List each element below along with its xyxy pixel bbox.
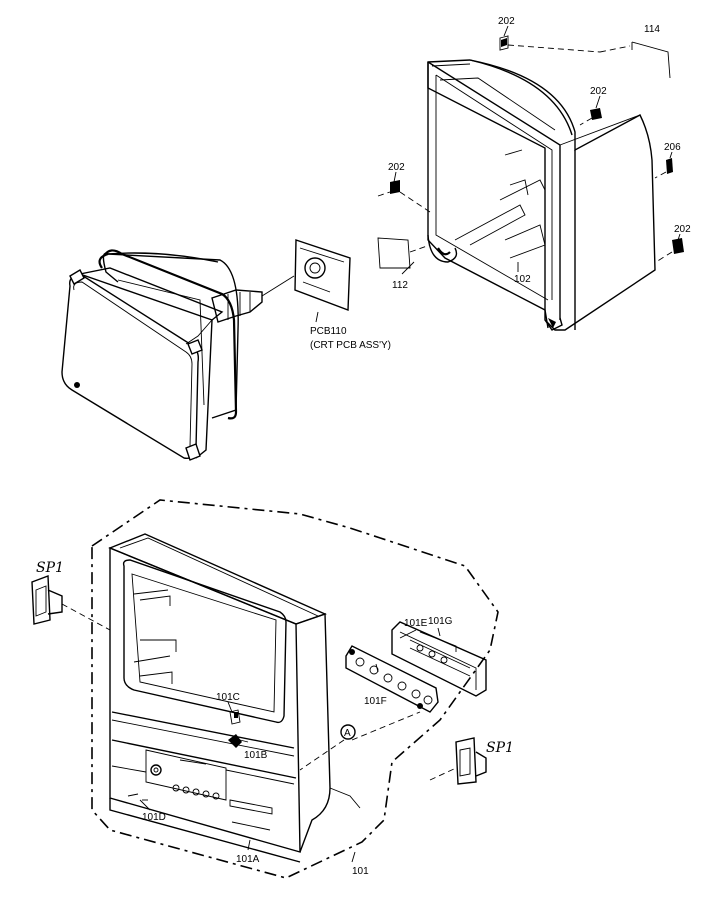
part-101c-knob — [229, 709, 241, 725]
part-112 — [377, 237, 431, 269]
label-202-left: 202 — [388, 162, 405, 173]
label-sp1-left: SP1 — [36, 560, 64, 576]
crt-picture-tube — [61, 249, 295, 461]
label-102: 102 — [514, 274, 531, 285]
label-101d: 101D — [142, 812, 166, 823]
screw-202-lower — [655, 238, 684, 263]
label-101e: 101E — [404, 618, 428, 629]
label-sp1-right: SP1 — [486, 740, 514, 756]
label-114: 114 — [644, 24, 660, 35]
label-202-right: 202 — [590, 86, 607, 97]
label-101b: 101B — [244, 750, 268, 761]
screw-202-left — [377, 180, 431, 213]
crt-pcb-110 — [294, 239, 351, 311]
reference-marker-a — [299, 711, 421, 771]
part-114-bracket — [599, 41, 671, 79]
label-101f: 101F — [364, 696, 387, 707]
label-101a: 101A — [236, 854, 260, 865]
speaker-left — [31, 575, 111, 631]
screw-206 — [654, 158, 673, 179]
part-101d-button — [127, 793, 148, 801]
label-202-top: 202 — [498, 16, 515, 27]
label-206: 206 — [664, 142, 681, 153]
label-pcb110-desc: (CRT PCB ASS'Y) — [310, 340, 391, 351]
label-pcb110: PCB110 — [310, 326, 347, 337]
speaker-right — [429, 737, 487, 785]
front-cabinet — [108, 533, 361, 863]
label-101: 101 — [352, 866, 369, 877]
label-202-lower: 202 — [674, 224, 691, 235]
part-101f-button-strip — [345, 645, 439, 713]
part-101e-101g-board — [391, 621, 487, 697]
screw-202-right — [579, 108, 602, 126]
rear-cabinet — [427, 59, 656, 331]
label-ref-a: A — [344, 728, 351, 739]
part-101b-button — [228, 734, 242, 748]
label-101c: 101C — [216, 692, 240, 703]
front-cabinet-assembly-outline — [91, 499, 499, 879]
label-112: 112 — [392, 280, 408, 291]
label-101g: 101G — [428, 616, 453, 627]
screw-202-top — [499, 35, 601, 53]
